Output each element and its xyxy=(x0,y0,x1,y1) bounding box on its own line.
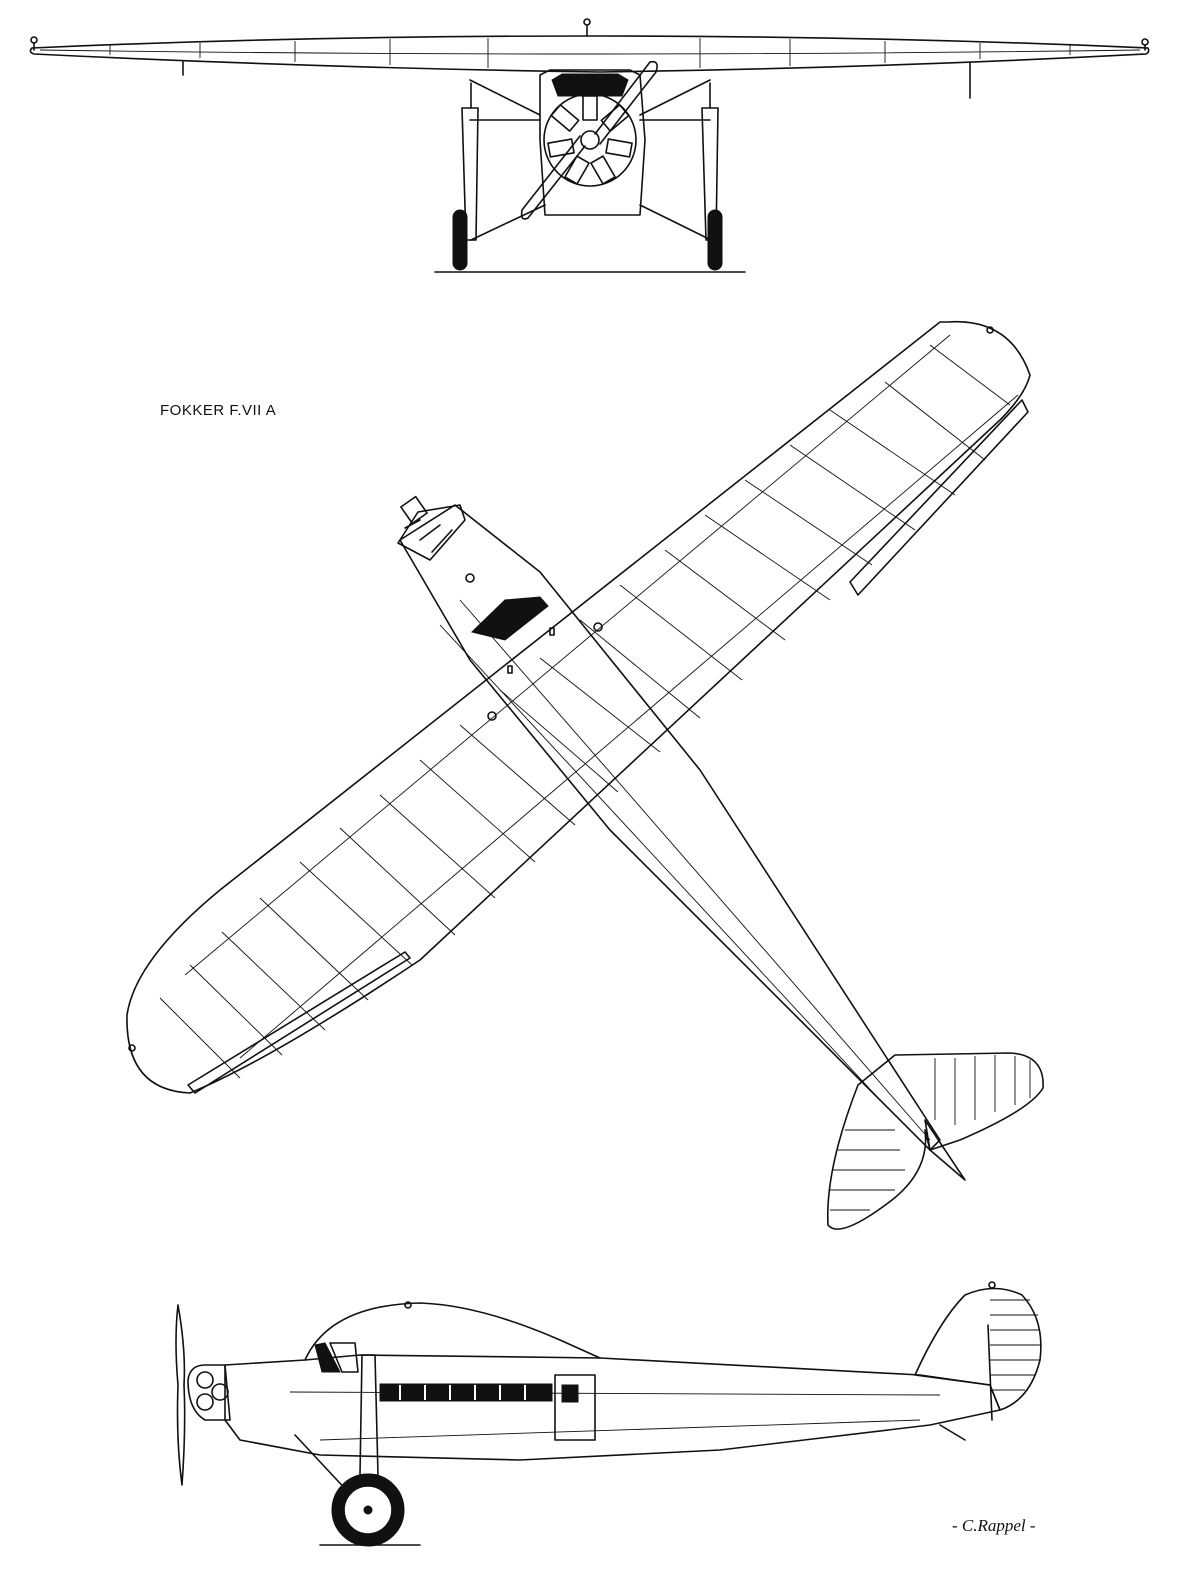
front-wing-spar-line xyxy=(39,49,1141,55)
front-left-wheel xyxy=(452,209,468,271)
side-cabin-windows xyxy=(379,1383,553,1402)
top-rudder xyxy=(924,1119,966,1181)
top-fuselage-centerline xyxy=(459,599,931,1141)
front-windshield xyxy=(551,73,629,97)
side-view xyxy=(175,1281,1042,1547)
top-left-aileron xyxy=(187,951,411,1094)
front-wing-ribs xyxy=(109,38,1071,68)
top-fuselage xyxy=(399,504,941,1151)
top-wing-trailing-spar xyxy=(239,394,1019,1059)
front-wing-tip-details xyxy=(30,18,1149,99)
artist-signature: - C.Rappel - xyxy=(952,1516,1036,1535)
side-tail-fin-ribs xyxy=(987,1299,1041,1421)
front-view xyxy=(29,18,1150,273)
side-cockpit-window xyxy=(314,1342,341,1373)
top-view xyxy=(126,320,1044,1230)
top-right-aileron xyxy=(849,399,1029,596)
top-engine xyxy=(397,495,466,561)
top-wing-details xyxy=(128,326,994,1052)
side-cabin-door xyxy=(554,1374,596,1441)
drawing-title: FOKKER F.VII A xyxy=(160,402,277,419)
side-fuselage xyxy=(224,1354,1001,1461)
top-wing xyxy=(126,320,1031,1094)
front-struts xyxy=(461,79,719,241)
side-cabin-window-frames xyxy=(399,1385,526,1400)
side-tail-skid xyxy=(939,1424,966,1441)
front-propeller-hub xyxy=(580,130,600,150)
top-wing-leading-spar xyxy=(184,334,951,976)
front-right-wheel xyxy=(707,209,723,271)
side-wing-profile xyxy=(304,1302,601,1361)
side-propeller xyxy=(175,1304,186,1486)
front-engine-cowl xyxy=(543,93,637,187)
top-tailplane-ribs xyxy=(830,1055,1031,1211)
side-engine xyxy=(187,1364,231,1421)
front-fuselage xyxy=(539,69,646,216)
top-wing-ribs xyxy=(159,344,1011,1079)
front-wing xyxy=(29,35,1150,73)
front-propeller xyxy=(520,60,658,220)
side-tail-fin xyxy=(914,1287,1042,1411)
top-tailplane xyxy=(826,1052,1044,1230)
top-cockpit-canopy xyxy=(471,596,549,641)
